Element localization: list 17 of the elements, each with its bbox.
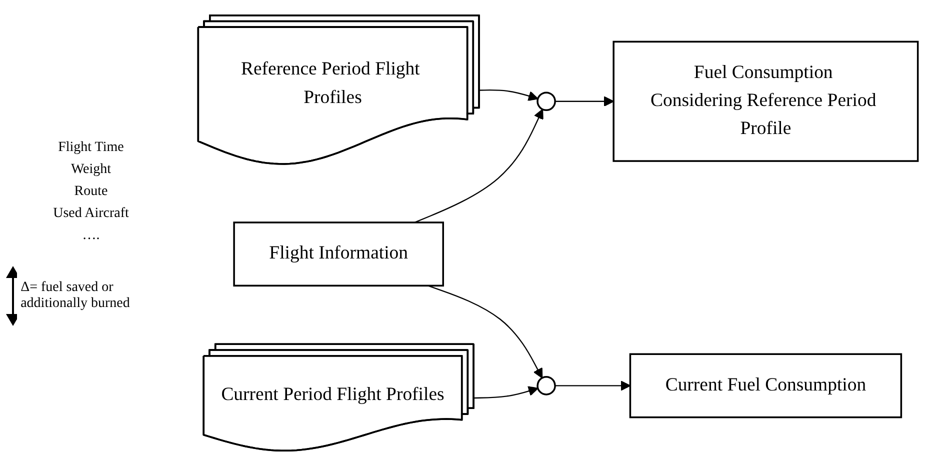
note-text: Δ= fuel saved or additionally burned [20, 280, 131, 312]
node-box: Current Fuel Consumption [629, 353, 902, 418]
input-label: …. [81, 228, 101, 244]
arrow [480, 90, 538, 101]
node-box: Fuel Consumption Considering Reference Period Profile [612, 40, 919, 162]
arrow [428, 285, 543, 378]
input-label: Route [73, 184, 109, 200]
node-circle [536, 376, 556, 396]
input-label: Weight [70, 162, 112, 178]
input-label: Flight Time [57, 140, 125, 156]
node-box: Flight Information [233, 222, 444, 287]
arrow [474, 386, 538, 399]
input-label: Used Aircraft [52, 206, 130, 222]
arrow [555, 380, 631, 391]
arrow [555, 96, 614, 107]
arrow [414, 108, 544, 224]
node-circle [536, 92, 556, 112]
